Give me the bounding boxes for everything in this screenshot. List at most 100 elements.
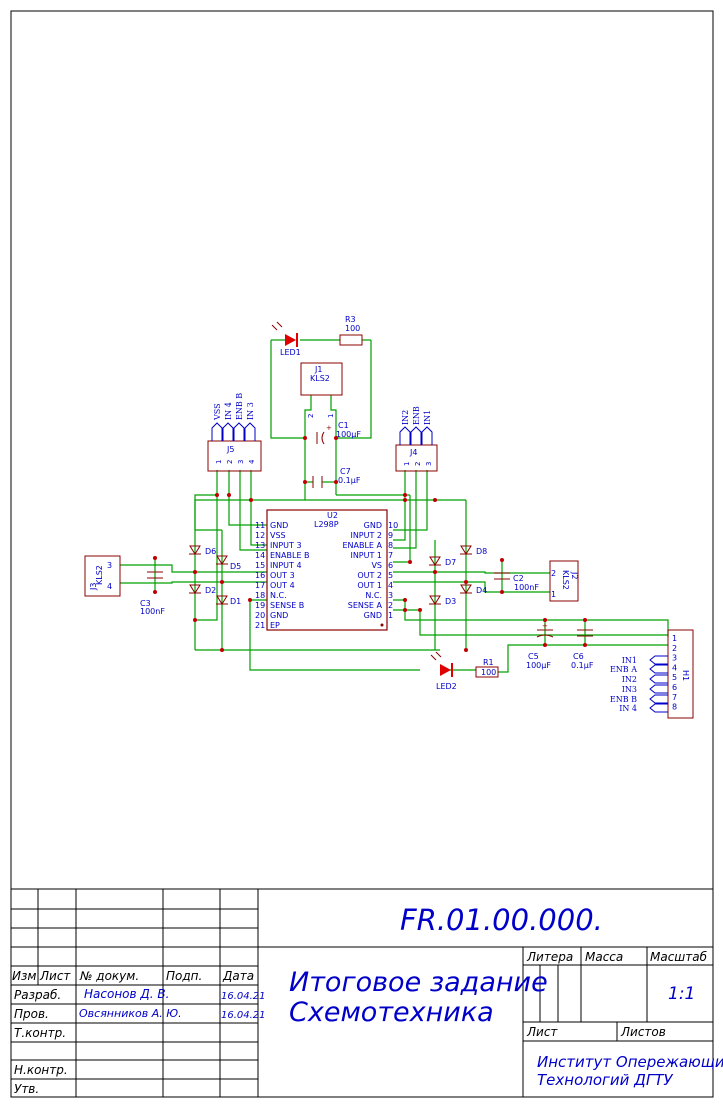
u2-pin-num-4: 4 bbox=[388, 581, 393, 590]
d8-ref: D8 bbox=[476, 547, 487, 556]
c3-value: 100nF bbox=[140, 607, 165, 616]
j4-pin-1: 1 bbox=[403, 462, 411, 466]
tb-prov-date: 16.04.21 bbox=[221, 1010, 266, 1021]
u2-pin-num-3: 3 bbox=[388, 591, 393, 600]
diode-d2 bbox=[189, 584, 201, 594]
j3-pin-4: 4 bbox=[107, 582, 112, 591]
tb-role-razrab: Разраб. bbox=[14, 988, 61, 1002]
u2-pin-num-7: 7 bbox=[388, 551, 393, 560]
u2-pin-name-21: EP bbox=[270, 621, 280, 630]
u2-pin-name-6: VS bbox=[371, 561, 382, 570]
tb-sheet: Лист bbox=[526, 1025, 558, 1039]
u2-pin-name-12: VSS bbox=[270, 531, 286, 540]
j4-label-in2: IN2 bbox=[401, 410, 410, 425]
svg-text:+: + bbox=[542, 622, 548, 630]
u2-pin-num-15: 15 bbox=[255, 561, 265, 570]
diode-d3 bbox=[429, 595, 441, 605]
c7-value: 0.1µF bbox=[338, 476, 361, 485]
wires bbox=[120, 339, 669, 673]
j2-pin-2: 2 bbox=[551, 569, 556, 578]
u2-pin-num-5: 5 bbox=[388, 571, 393, 580]
u2-pin-name-3: N.C. bbox=[365, 591, 382, 600]
r1: R1 100 bbox=[475, 658, 499, 678]
u2-pin-name-13: INPUT 3 bbox=[270, 541, 302, 550]
tb-prov-name: Овсянников А. Ю. bbox=[79, 1007, 182, 1020]
c2-value: 100nF bbox=[514, 583, 539, 592]
c2-ref: C2 bbox=[513, 574, 524, 583]
j1-ref: J1 bbox=[314, 365, 322, 374]
led1: LED1 bbox=[271, 321, 301, 357]
tb-razrab-name: Насонов Д. В. bbox=[84, 987, 169, 1001]
u2-pin-num-8: 8 bbox=[388, 541, 393, 550]
r3-ref: R3 bbox=[345, 315, 356, 324]
j4-pin-2: 2 bbox=[414, 462, 422, 466]
tb-role-prov: Пров. bbox=[14, 1007, 49, 1021]
u2-pin-name-14: ENABLE B bbox=[270, 551, 310, 560]
tb-role-nkontr: Н.контр. bbox=[14, 1063, 68, 1077]
u2-pin-num-11: 11 bbox=[255, 521, 265, 530]
r3-value: 100 bbox=[345, 324, 360, 333]
j3: J3 KLS2 3 4 bbox=[84, 555, 121, 597]
u2-pin-num-1: 1 bbox=[388, 611, 393, 620]
j2-value: KLS2 bbox=[561, 570, 570, 590]
tb-hdr-date: Дата bbox=[222, 969, 254, 983]
j5-pin-1: 1 bbox=[215, 460, 223, 464]
u2-pin-num-12: 12 bbox=[255, 531, 265, 540]
tb-role-utv: Утв. bbox=[14, 1082, 39, 1096]
u2-pin-name-11: GND bbox=[270, 521, 288, 530]
u2-pin-name-4: OUT 1 bbox=[357, 581, 382, 590]
j4-label-in1: IN1 bbox=[423, 410, 432, 425]
u2-pin-name-18: N.C. bbox=[270, 591, 287, 600]
diode-d8 bbox=[460, 545, 472, 555]
j1: J1 KLS2 2 1 bbox=[300, 362, 343, 418]
led2: LED2 bbox=[430, 651, 457, 691]
h1-pin-1: 1 bbox=[672, 634, 677, 643]
h1-label-in2: IN2 bbox=[622, 675, 637, 684]
h1-pin-6: 6 bbox=[672, 683, 677, 692]
led2-ref: LED2 bbox=[436, 682, 457, 691]
u2-pin-name-2: SENSE A bbox=[348, 601, 383, 610]
led1-ref: LED1 bbox=[280, 348, 301, 357]
h1-ref: H1 bbox=[681, 670, 690, 681]
u2-value: L298P bbox=[314, 520, 339, 529]
h1-label-enba: ENB A bbox=[610, 665, 637, 674]
u2-pin-name-15: INPUT 4 bbox=[270, 561, 302, 570]
diode-d5 bbox=[216, 555, 228, 565]
u2-pin-num-2: 2 bbox=[388, 601, 393, 610]
j1-value: KLS2 bbox=[310, 374, 330, 383]
j5-label-vss: VSS bbox=[213, 403, 222, 421]
u2-pin-num-6: 6 bbox=[388, 561, 393, 570]
u2-ref: U2 bbox=[327, 511, 338, 520]
tb-hdr-sign: Подп. bbox=[166, 969, 202, 983]
tb-hdr-docnum: № докум. bbox=[79, 969, 139, 983]
h1-pin-5: 5 bbox=[672, 673, 677, 682]
svg-text:+: + bbox=[326, 424, 332, 432]
tb-litera: Литера bbox=[526, 950, 573, 964]
tb-scale: 1:1 bbox=[668, 984, 695, 1004]
u2-pin-name-8: ENABLE A bbox=[342, 541, 382, 550]
j5-label-in4: IN 4 bbox=[224, 402, 233, 420]
u2-pin-num-17: 17 bbox=[255, 581, 265, 590]
u2-pin-name-1: GND bbox=[364, 611, 382, 620]
j3-pin-3: 3 bbox=[107, 561, 112, 570]
j3-ref: J3 bbox=[89, 583, 98, 591]
d1-ref: D1 bbox=[230, 597, 241, 606]
c1-ref: C1 bbox=[338, 421, 349, 430]
tb-org-line1: Институт Опережающих bbox=[537, 1053, 723, 1071]
c6-value: 0.1µF bbox=[571, 661, 594, 670]
j5: J5 1 2 3 4 VSS IN 4 ENB B IN 3 bbox=[207, 393, 262, 472]
c5: + C5 100µF bbox=[526, 622, 554, 670]
j4: J4 1 2 3 IN2 ENB IN1 bbox=[395, 406, 438, 472]
c3: C3 100nF bbox=[140, 571, 165, 616]
u2-pin-name-19: SENSE B bbox=[270, 601, 304, 610]
j5-pin-4: 4 bbox=[248, 459, 256, 464]
u2-pin-num-14: 14 bbox=[255, 551, 265, 560]
u2-pin-name-16: OUT 3 bbox=[270, 571, 295, 580]
j1-pin-1: 1 bbox=[327, 414, 335, 418]
u2-pin-name-17: OUT 4 bbox=[270, 581, 295, 590]
j4-ref: J4 bbox=[409, 448, 417, 457]
diode-d7 bbox=[429, 556, 441, 566]
